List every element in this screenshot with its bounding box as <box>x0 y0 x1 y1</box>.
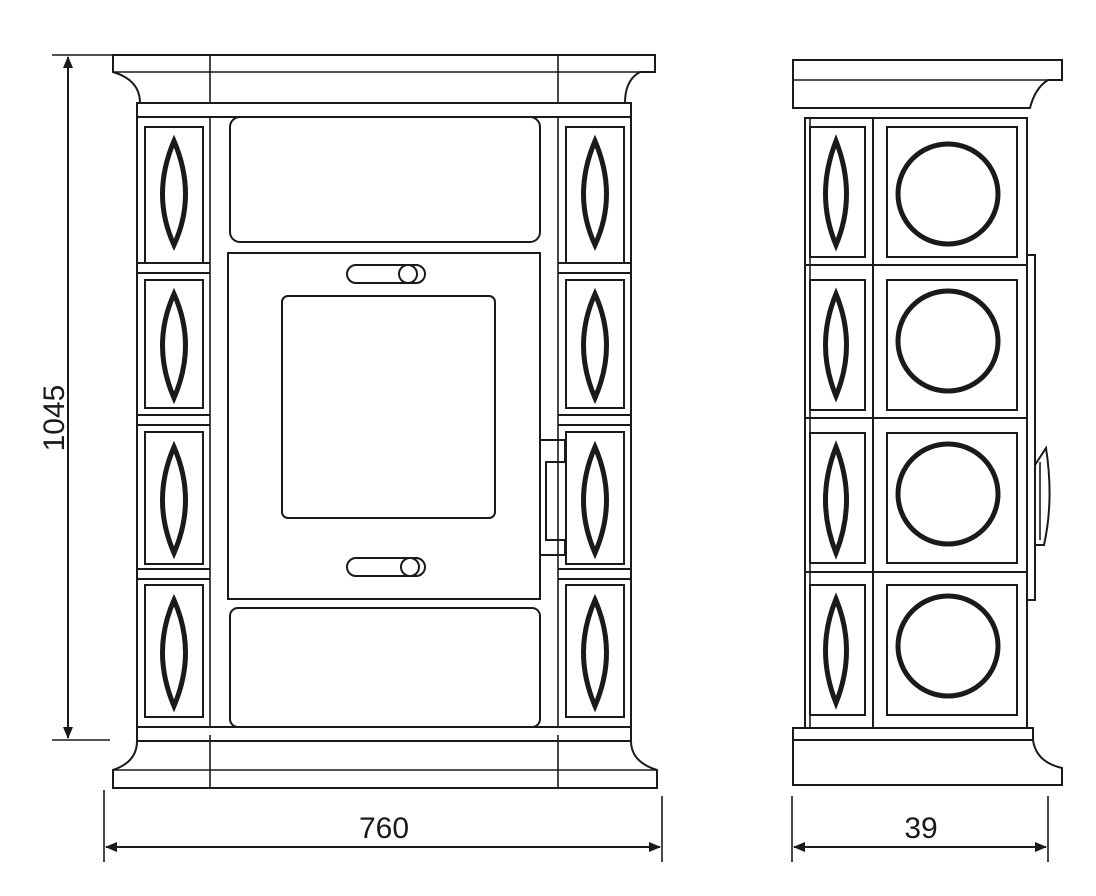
side-circle-tiles <box>886 126 1018 716</box>
fire-door <box>227 252 566 600</box>
side-view <box>792 59 1063 786</box>
right-tile-column <box>557 117 631 727</box>
front-view <box>112 54 658 789</box>
left-tile-1 <box>144 126 204 264</box>
door-glass <box>281 295 496 519</box>
left-tile-column <box>137 117 211 727</box>
lower-air-slider <box>346 557 426 577</box>
upper-panel <box>229 116 541 243</box>
right-tile-2 <box>565 279 625 409</box>
right-tile-3 <box>565 431 625 565</box>
left-tile-2 <box>144 279 204 409</box>
left-tile-3 <box>144 431 204 565</box>
side-depth-dimension-label: 39 <box>904 812 937 845</box>
height-dimension: 1045 <box>38 54 113 741</box>
right-tile-1 <box>565 126 625 264</box>
side-ellipse-tiles <box>809 126 866 716</box>
door-handle <box>539 439 566 556</box>
right-tile-4 <box>565 584 625 718</box>
upper-air-slider <box>346 264 426 284</box>
height-dimension-label: 1045 <box>38 385 71 452</box>
left-tile-4 <box>144 584 204 718</box>
side-depth-dimension: 39 <box>791 796 1049 862</box>
front-width-dimension: 760 <box>103 790 663 862</box>
lower-panel <box>229 607 541 728</box>
side-door-profile <box>1027 254 1051 601</box>
front-width-dimension-label: 760 <box>359 812 409 845</box>
